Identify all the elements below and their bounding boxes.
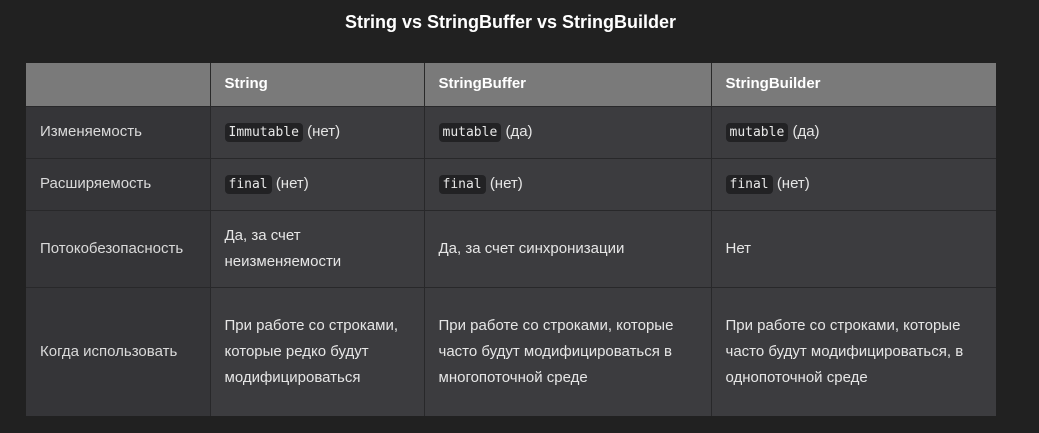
table-header-row: String StringBuffer StringBuilder: [26, 63, 996, 106]
code-snippet: mutable: [725, 122, 789, 142]
table-cell: mutable (да): [711, 105, 996, 158]
table-row: Когда использовать При работе со строкам…: [26, 286, 996, 416]
table-cell: Да, за счет синхронизации: [424, 209, 712, 287]
table-row: Изменяемость Immutable (нет) mutable (да…: [26, 105, 996, 158]
table-cell: final (нет): [424, 157, 712, 210]
row-label: Потокобезопасность: [26, 209, 211, 287]
table-cell: При работе со строками, которые редко бу…: [210, 286, 425, 416]
code-snippet: mutable: [438, 122, 502, 142]
table-cell: Нет: [711, 209, 996, 287]
code-snippet: Immutable: [224, 122, 303, 142]
header-cell-stringbuffer: StringBuffer: [424, 63, 712, 106]
table-cell: Да, за счет неизменяемости: [210, 209, 425, 287]
row-label: Когда использовать: [26, 286, 211, 416]
table-row: Потокобезопасность Да, за счет неизменяе…: [26, 209, 996, 287]
cell-text: (нет): [307, 122, 341, 140]
table-cell: mutable (да): [424, 105, 712, 158]
header-cell-string: String: [210, 63, 425, 106]
table-cell: final (нет): [711, 157, 996, 210]
cell-text: (нет): [776, 174, 810, 192]
code-snippet: final: [725, 174, 773, 194]
cell-text: (нет): [489, 174, 523, 192]
row-label: Изменяемость: [26, 105, 211, 158]
table-cell: Immutable (нет): [210, 105, 425, 158]
code-snippet: final: [224, 174, 272, 194]
table-row: Расширяемость final (нет) final (нет) fi…: [26, 157, 996, 210]
table-cell: При работе со строками, которые часто бу…: [424, 286, 712, 416]
header-cell-empty: [26, 63, 211, 106]
code-snippet: final: [438, 174, 486, 194]
cell-text: (да): [505, 122, 533, 140]
cell-text: (да): [792, 122, 820, 140]
header-cell-stringbuilder: StringBuilder: [711, 63, 996, 106]
table-cell: final (нет): [210, 157, 425, 210]
table-cell: При работе со строками, которые часто бу…: [711, 286, 996, 416]
row-label: Расширяемость: [26, 157, 211, 210]
comparison-table: String StringBuffer StringBuilder Изменя…: [26, 63, 996, 416]
cell-text: (нет): [275, 174, 309, 192]
page-title: String vs StringBuffer vs StringBuilder: [344, 12, 677, 32]
